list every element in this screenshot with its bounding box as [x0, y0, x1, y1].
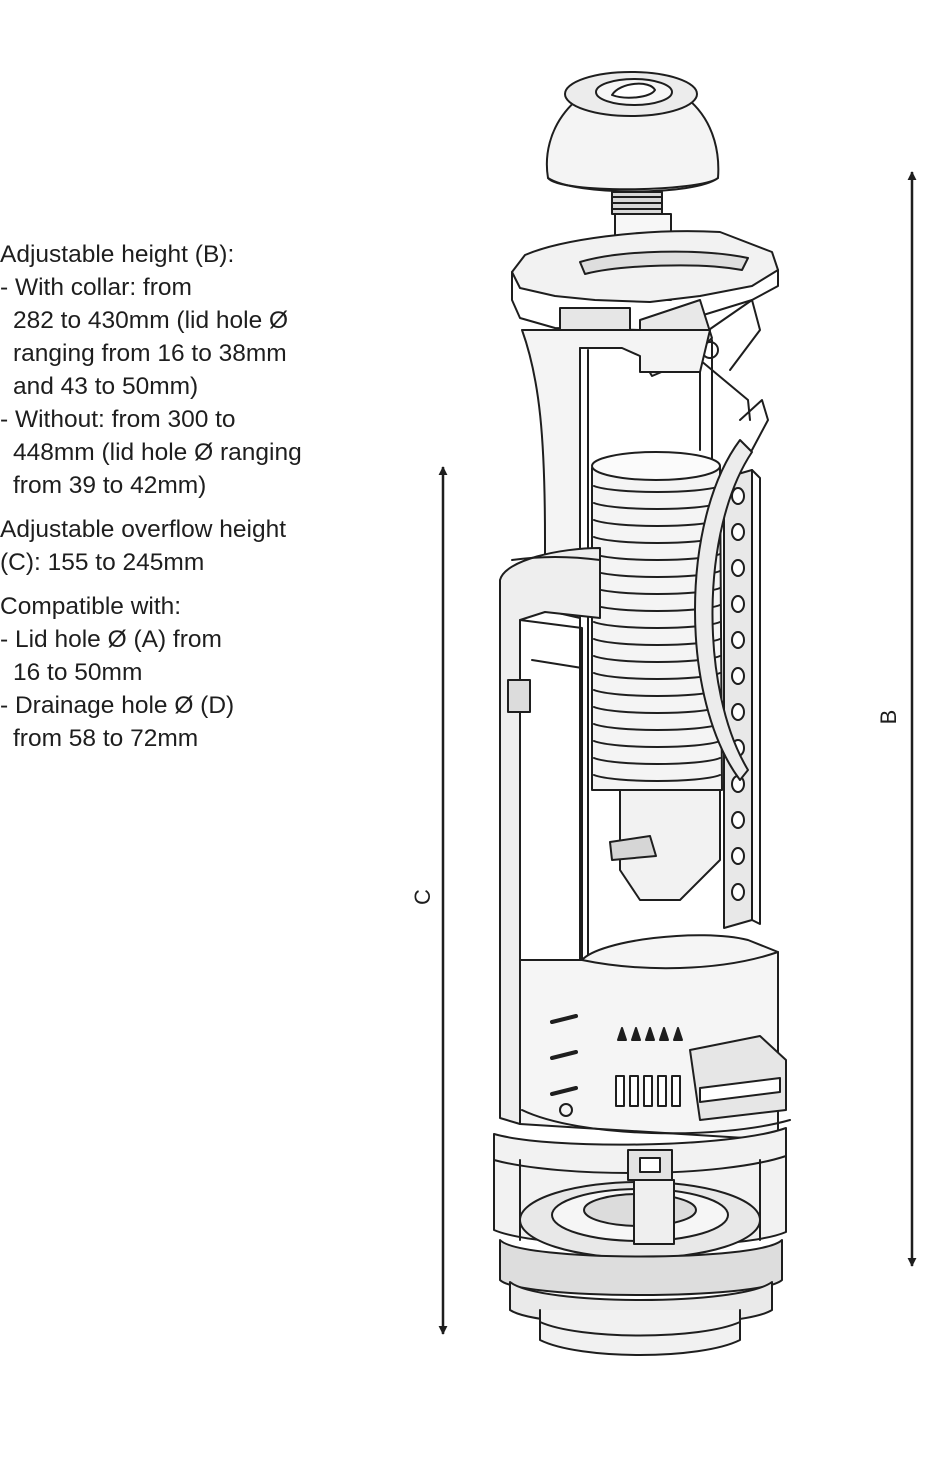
- rod-hole: [731, 667, 745, 685]
- base-notch: [550, 1050, 578, 1060]
- with-collar-line-2: 282 to 430mm (lid hole Ø: [13, 307, 289, 334]
- float-cone-icon: [609, 789, 721, 901]
- drain-outlet-icon: [499, 1239, 783, 1356]
- base-slots: [550, 1014, 683, 1107]
- overflow-tube-icon: [499, 547, 601, 1125]
- rod-hole: [731, 847, 745, 865]
- bellows-rib: [593, 485, 721, 493]
- rod-hole: [731, 811, 745, 829]
- overflow-height-line-2: (C): 155 to 245mm: [0, 549, 205, 576]
- flush-clip-icon: [559, 1035, 787, 1121]
- with-collar-line-4: and 43 to 50mm): [13, 373, 199, 400]
- bellows-rib: [593, 774, 721, 782]
- rod-hole: [731, 559, 745, 577]
- rod-hole: [731, 487, 745, 505]
- drainage-hole-line-1: - Drainage hole Ø (D): [0, 692, 235, 719]
- rod-hole: [731, 595, 745, 613]
- adjustable-height-title: Adjustable height (B):: [0, 241, 235, 268]
- seal-disc-icon: [519, 1179, 761, 1259]
- base-notch: [550, 1014, 578, 1024]
- float-bellows-icon: [591, 451, 723, 791]
- push-button-icon: [545, 71, 720, 193]
- dimension-b-label: B: [876, 709, 901, 725]
- adjustment-rod-icon: [723, 469, 761, 929]
- rod-hole: [731, 631, 745, 649]
- without-line-1: - Without: from 300 to: [0, 406, 236, 433]
- lid-hole-line-2: 16 to 50mm: [13, 659, 143, 686]
- base-slot: [671, 1075, 681, 1107]
- base-slot: [643, 1075, 653, 1107]
- without-line-2: 448mm (lid hole Ø ranging: [13, 439, 302, 466]
- base-slot: [615, 1075, 625, 1107]
- bellows-rib: [593, 740, 721, 748]
- specifications-text: Adjustable height (B): - With collar: fr…: [0, 238, 400, 755]
- flush-valve-drawing: [493, 71, 791, 1356]
- overflow-height-line-1: Adjustable overflow height: [0, 516, 287, 543]
- bellows-rib: [593, 723, 721, 731]
- base-tooth: [645, 1027, 655, 1041]
- with-collar-line-1: - With collar: from: [0, 274, 192, 301]
- bellows-rib: [593, 757, 721, 765]
- drainage-hole-line-2: from 58 to 72mm: [13, 725, 199, 752]
- base-tooth: [631, 1027, 641, 1041]
- base-tooth: [673, 1027, 683, 1041]
- compatible-title: Compatible with:: [0, 593, 182, 620]
- rod-hole: [731, 883, 745, 901]
- lid-hole-line-1: - Lid hole Ø (A) from: [0, 626, 222, 653]
- rod-hole: [731, 523, 745, 541]
- base-notch: [550, 1086, 578, 1096]
- base-tooth: [617, 1027, 627, 1041]
- dimension-c-label: C: [410, 889, 435, 905]
- lever-arm-icon: [694, 399, 769, 781]
- with-collar-line-3: ranging from 16 to 38mm: [13, 340, 287, 367]
- base-tooth: [659, 1027, 669, 1041]
- base-slot: [629, 1075, 639, 1107]
- upper-column-icon: [521, 329, 713, 961]
- base-slot: [657, 1075, 667, 1107]
- without-line-3: from 39 to 42mm): [13, 472, 207, 499]
- rod-hole: [731, 703, 745, 721]
